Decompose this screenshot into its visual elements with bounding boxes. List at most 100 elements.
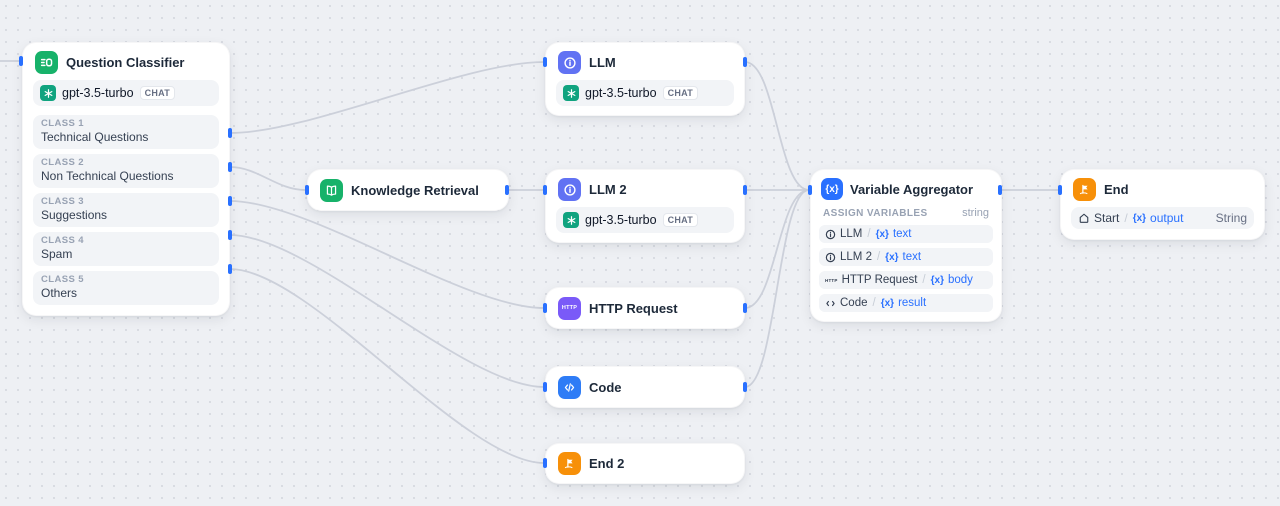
class-value: Technical Questions (41, 130, 149, 144)
variable-name: body (947, 274, 973, 286)
llm-icon (558, 178, 581, 201)
node-question-classifier[interactable]: Question Classifier gpt-3.5-turbo CHAT C… (22, 42, 230, 316)
handle-output-llm[interactable] (743, 57, 747, 67)
model-name: gpt-3.5-turbo (585, 86, 657, 100)
variable-name: text (892, 228, 912, 240)
edge-http-to-aggregator[interactable] (744, 189, 810, 309)
node-title: Question Classifier (66, 55, 185, 70)
class-label: CLASS 2 (41, 157, 84, 168)
llm-icon (558, 51, 581, 74)
aggregator-var-row: LLM / {x} text (819, 225, 993, 243)
model-mode-badge: CHAT (662, 86, 699, 100)
source-node-name: LLM (840, 228, 863, 240)
handle-output-knowledge-retrieval[interactable] (505, 185, 509, 195)
edge-class5-to-end2[interactable] (229, 268, 545, 464)
model-name: gpt-3.5-turbo (62, 86, 134, 100)
variable-name: result (898, 297, 927, 309)
variable-icon: {x} (1132, 212, 1147, 224)
node-title: LLM 2 (589, 182, 627, 197)
handle-output-http-request[interactable] (743, 303, 747, 313)
llm-mini-icon (825, 229, 836, 240)
class-value: Non Technical Questions (41, 169, 174, 183)
assign-variables-label: ASSIGN VARIABLES (823, 208, 928, 219)
openai-icon (563, 212, 579, 228)
handle-output-llm-2[interactable] (743, 185, 747, 195)
node-http-request[interactable]: HTTP HTTP Request (545, 287, 745, 329)
node-title: Variable Aggregator (850, 181, 974, 197)
separator: / (876, 251, 881, 263)
node-end[interactable]: End Start / {x} output String (1060, 169, 1265, 240)
node-title: End (1104, 182, 1129, 197)
node-llm-2[interactable]: LLM 2 gpt-3.5-turbo CHAT (545, 169, 745, 243)
model-mode-badge: CHAT (662, 213, 699, 227)
class-row-5: CLASS 5 Others (33, 271, 219, 305)
model-selector: gpt-3.5-turbo CHAT (33, 80, 219, 106)
handle-input-variable-aggregator[interactable] (808, 185, 812, 195)
class-label: CLASS 1 (41, 118, 84, 129)
separator: / (872, 297, 876, 309)
variable-icon: {x} (930, 274, 944, 286)
edge-class3-to-http[interactable] (229, 200, 545, 309)
edge-class2-to-knowledge[interactable] (229, 166, 306, 191)
end-header: End (1061, 170, 1264, 207)
handle-input-code[interactable] (543, 382, 547, 392)
node-title: LLM (589, 55, 616, 70)
home-icon (1078, 212, 1090, 224)
openai-icon (563, 85, 579, 101)
edge-class4-to-code[interactable] (229, 234, 545, 388)
node-title: HTTP Request (589, 300, 678, 316)
output-type-label: string (962, 207, 989, 219)
source-node-name: LLM 2 (840, 251, 872, 263)
source-node-name: Code (840, 297, 868, 309)
handle-input-end[interactable] (1058, 185, 1062, 195)
handle-output-class-3[interactable] (228, 196, 232, 206)
end-output-row: Start / {x} output String (1071, 207, 1254, 229)
handle-input-http-request[interactable] (543, 303, 547, 313)
aggregator-header: {x} Variable Aggregator (811, 170, 1001, 205)
aggregator-var-row: HTTP HTTP Request / {x} body (819, 271, 993, 289)
variable-name: output (1150, 211, 1184, 225)
handle-output-class-5[interactable] (228, 264, 232, 274)
class-row-1: CLASS 1 Technical Questions (33, 115, 219, 149)
class-row-3: CLASS 3 Suggestions (33, 193, 219, 227)
node-title: Knowledge Retrieval (351, 182, 479, 198)
handle-output-class-4[interactable] (228, 230, 232, 240)
handle-input-knowledge-retrieval[interactable] (305, 185, 309, 195)
node-llm[interactable]: LLM gpt-3.5-turbo CHAT (545, 42, 745, 116)
model-mode-badge: CHAT (139, 86, 176, 100)
code-mini-icon (825, 298, 836, 309)
variable-type: String (1215, 211, 1247, 225)
aggregator-var-row: Code / {x} result (819, 294, 993, 312)
handle-output-class-2[interactable] (228, 162, 232, 172)
handle-input-llm[interactable] (543, 57, 547, 67)
handle-output-code[interactable] (743, 382, 747, 392)
node-code[interactable]: Code (545, 366, 745, 408)
node-title: End 2 (589, 456, 625, 471)
model-selector: gpt-3.5-turbo CHAT (556, 80, 734, 106)
assign-variables-row: ASSIGN VARIABLES string (811, 205, 1001, 220)
llm2-header: LLM 2 (546, 170, 744, 207)
question-classifier-icon (35, 51, 58, 74)
question-classifier-header: Question Classifier (23, 43, 229, 80)
node-end-2[interactable]: End 2 (545, 443, 745, 484)
llm-header: LLM (546, 43, 744, 80)
class-value: Suggestions (41, 208, 108, 222)
http-mini-icon: HTTP (825, 277, 838, 283)
edge-code-to-aggregator[interactable] (744, 189, 810, 388)
class-value: Others (41, 286, 78, 300)
handle-input-end-2[interactable] (543, 458, 547, 468)
handle-input-llm-2[interactable] (543, 185, 547, 195)
knowledge-retrieval-icon (320, 178, 343, 202)
node-variable-aggregator[interactable]: {x} Variable Aggregator ASSIGN VARIABLES… (810, 169, 1002, 322)
handle-output-variable-aggregator[interactable] (998, 185, 1002, 195)
separator: / (867, 228, 871, 240)
variable-icon: {x} (875, 228, 889, 240)
edge-class1-to-llm[interactable] (229, 61, 545, 134)
code-icon (558, 375, 581, 399)
node-knowledge-retrieval[interactable]: Knowledge Retrieval (307, 169, 509, 211)
handle-input-question-classifier[interactable] (19, 56, 23, 66)
separator: / (1124, 211, 1128, 225)
edge-llm-to-aggregator[interactable] (744, 61, 810, 191)
handle-output-class-1[interactable] (228, 128, 232, 138)
